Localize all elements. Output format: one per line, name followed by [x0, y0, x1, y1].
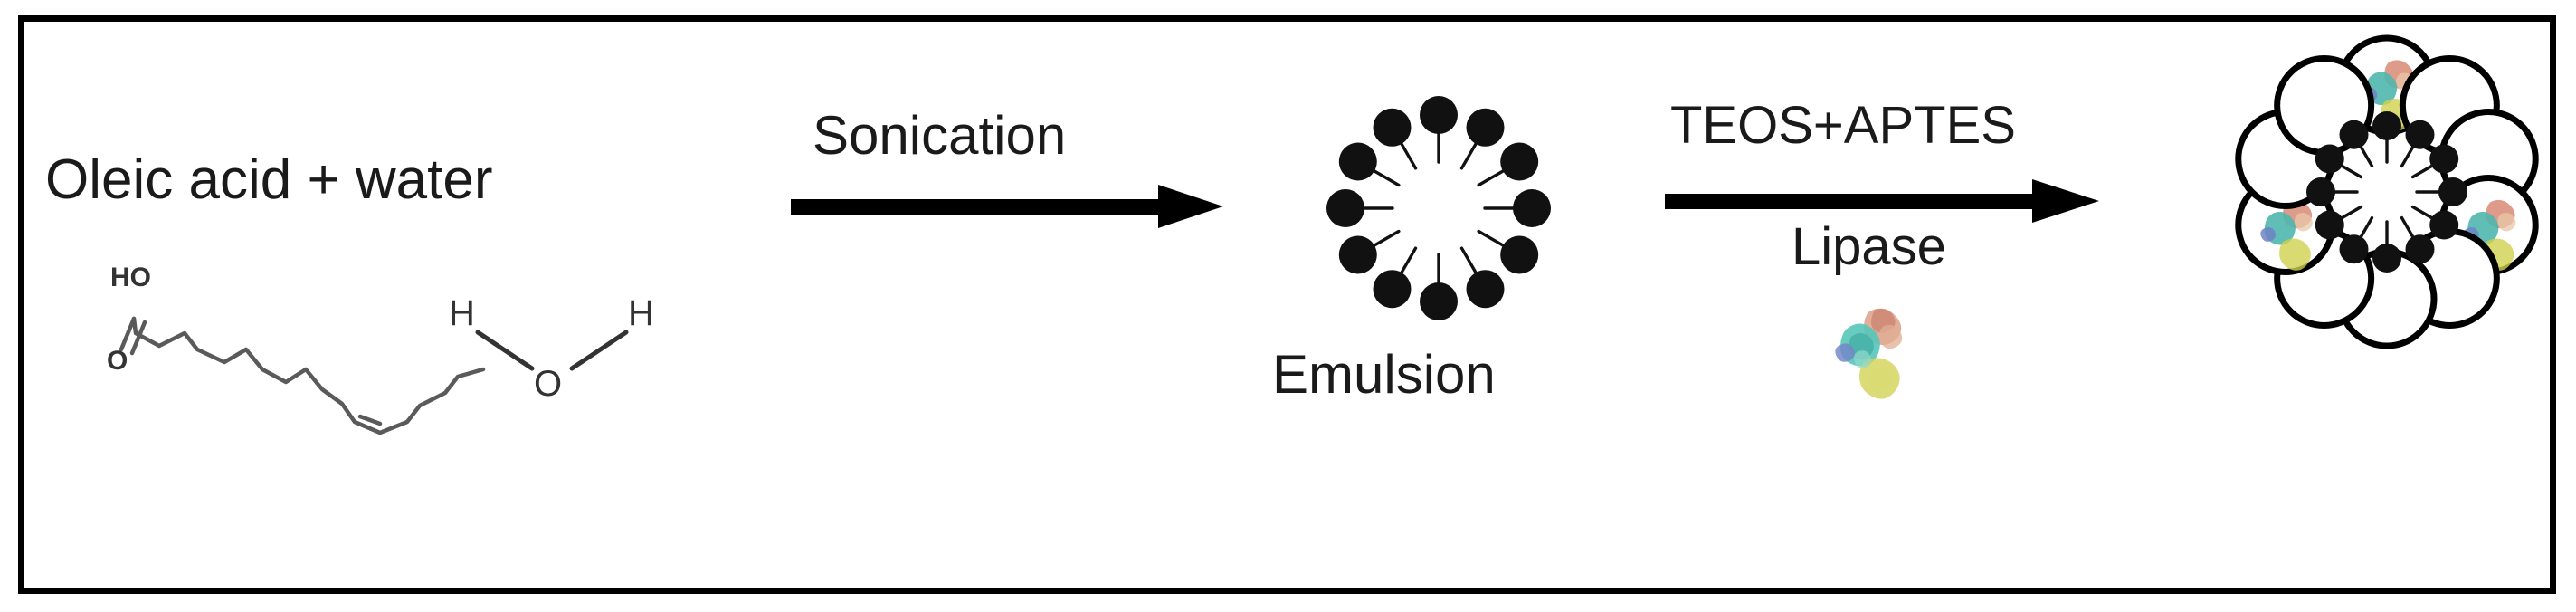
surfactant-head: [1500, 142, 1539, 181]
water-hydrogen-right-label: H: [628, 293, 654, 333]
water-bond-left: [475, 330, 535, 371]
surfactant-head: [2315, 144, 2344, 174]
step1-label: Sonication: [813, 105, 1067, 166]
lipase-domain: [2279, 238, 2311, 271]
surfactant-head: [2339, 234, 2369, 264]
water-oxygen-label: O: [534, 364, 562, 404]
lipase-domain: [2260, 227, 2277, 242]
step2-reagent-label: TEOS+APTES: [1670, 96, 2016, 155]
surfactant-head: [2315, 210, 2344, 240]
lipase-domain: [2497, 212, 2516, 232]
water-hydrogen-left-label: H: [449, 293, 475, 333]
step1-arrow-icon: [778, 177, 1240, 235]
surfactant-head: [1420, 96, 1458, 134]
carbonyl-oxygen-label: O: [107, 346, 128, 376]
lipase-enzyme-icon: [1828, 299, 1927, 407]
surfactant-head: [2438, 177, 2467, 206]
surfactant-head: [2306, 177, 2335, 206]
figure-border: [18, 15, 2556, 594]
water-bond-right: [569, 330, 629, 371]
surfactant-head: [1500, 235, 1539, 274]
surfactant-head: [1466, 108, 1505, 147]
surfactant-head: [1338, 235, 1377, 274]
surfactant-head: [1338, 142, 1377, 181]
lipase-domain: [2294, 212, 2313, 232]
step2-arrow-icon: [1656, 172, 2126, 230]
surfactant-head: [2429, 144, 2459, 174]
surfactant-head: [1373, 270, 1412, 309]
reactants-label: Oleic acid + water: [45, 148, 493, 211]
surfactant-head: [2405, 234, 2435, 264]
water-molecule: H O H: [434, 293, 670, 412]
surfactant-head: [1466, 270, 1505, 309]
step2-enzyme-label: Lipase: [1792, 217, 1946, 276]
surfactant-head: [1513, 189, 1551, 227]
surfactant-head: [1326, 189, 1364, 227]
emulsion-label: Emulsion: [1272, 344, 1496, 405]
cis-double-bond: [357, 414, 383, 426]
silica-encapsulated-lipase-nanoparticle: [2221, 14, 2556, 367]
surfactant-head: [2405, 120, 2435, 149]
surfactant-head: [2372, 244, 2401, 273]
surfactant-head: [1373, 108, 1412, 147]
hydroxyl-label: HO: [110, 263, 151, 292]
emulsion-micelle: [1303, 72, 1574, 344]
surfactant-head: [1420, 282, 1458, 320]
surfactant-head: [2339, 120, 2369, 149]
surfactant-head: [2372, 111, 2401, 140]
surfactant-head: [2429, 210, 2459, 240]
oleic-acid-structure: HO O: [107, 263, 489, 534]
